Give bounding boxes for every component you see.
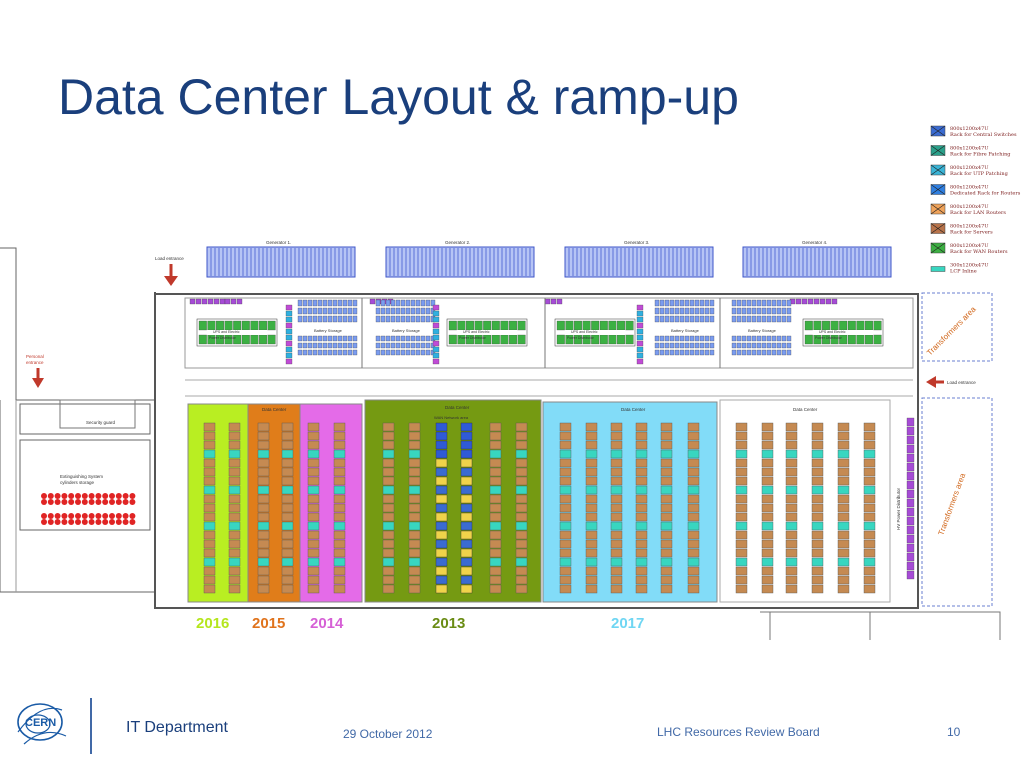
year-labels: 2016 2015 2014 2013 2017 bbox=[196, 615, 644, 632]
svg-text:UPS and Electric: UPS and Electric bbox=[213, 330, 240, 334]
svg-text:Data Center: Data Center bbox=[793, 407, 818, 412]
generator-label-1: Generator 1. bbox=[266, 240, 291, 245]
svg-text:cylinders storage: cylinders storage bbox=[60, 480, 95, 485]
svg-text:Extinguishing System: Extinguishing System bbox=[60, 474, 103, 479]
svg-text:800x1200x47U: 800x1200x47U bbox=[950, 185, 988, 191]
svg-text:Rack for LAN Routers: Rack for LAN Routers bbox=[950, 210, 1006, 216]
svg-text:Rack for Central Switches: Rack for Central Switches bbox=[950, 132, 1017, 138]
year-label-2014: 2014 bbox=[310, 615, 344, 632]
footer-divider bbox=[90, 698, 92, 754]
svg-text:Power Distributor: Power Distributor bbox=[815, 336, 843, 340]
hv-power-distributor bbox=[906, 417, 915, 580]
svg-text:Load entrance: Load entrance bbox=[947, 380, 976, 385]
svg-text:Power Distributor: Power Distributor bbox=[567, 336, 595, 340]
footer-board: LHC Resources Review Board bbox=[657, 725, 820, 739]
svg-text:Battery Storage: Battery Storage bbox=[671, 328, 700, 333]
svg-text:800x1200x47U: 800x1200x47U bbox=[950, 146, 988, 152]
svg-text:UPS and Electric: UPS and Electric bbox=[819, 330, 846, 334]
svg-text:LCP Inline: LCP Inline bbox=[950, 269, 977, 275]
svg-text:800x1200x47U: 800x1200x47U bbox=[950, 165, 988, 171]
generators: Generator 1. Generator 2. Generator 3. G… bbox=[206, 240, 892, 278]
cern-logo-text: CERN bbox=[25, 717, 56, 729]
svg-text:Battery Storage: Battery Storage bbox=[392, 328, 421, 333]
generator-label-3: Generator 3. bbox=[624, 240, 649, 245]
cern-logo: CERN bbox=[17, 703, 67, 745]
transformers-label-top: Transformers area bbox=[925, 304, 978, 357]
generator-3 bbox=[564, 246, 714, 278]
svg-text:Battery Storage: Battery Storage bbox=[314, 328, 343, 333]
security-guard-room: Security guard bbox=[59, 399, 136, 429]
year-label-2015: 2015 bbox=[252, 615, 285, 632]
footer-date: 29 October 2012 bbox=[343, 727, 433, 741]
svg-text:Rack for Fibre Patching: Rack for Fibre Patching bbox=[950, 152, 1011, 158]
svg-text:Data Center: Data Center bbox=[262, 407, 287, 412]
svg-text:Rack for WAN Routers: Rack for WAN Routers bbox=[950, 249, 1008, 255]
svg-text:800x1200x47U: 800x1200x47U bbox=[950, 204, 988, 210]
svg-text:300x1200x47U: 300x1200x47U bbox=[950, 263, 988, 269]
zone-2013 bbox=[364, 399, 542, 603]
generator-1 bbox=[206, 246, 356, 278]
svg-text:Battery Storage: Battery Storage bbox=[748, 328, 777, 333]
svg-text:UPS and Electric: UPS and Electric bbox=[463, 330, 490, 334]
data-center-zones bbox=[187, 399, 891, 603]
generator-label-2: Generator 2. bbox=[445, 240, 470, 245]
svg-text:entrance: entrance bbox=[26, 360, 44, 365]
transformers-areas bbox=[921, 292, 993, 607]
year-label-2013: 2013 bbox=[432, 615, 465, 632]
svg-text:800x1200x47U: 800x1200x47U bbox=[950, 126, 988, 132]
svg-text:800x1200x47U: 800x1200x47U bbox=[950, 224, 988, 230]
svg-text:Power Distributor: Power Distributor bbox=[459, 336, 487, 340]
generator-2 bbox=[385, 246, 535, 278]
svg-text:800x1200x47U: 800x1200x47U bbox=[950, 243, 988, 249]
personal-entrance: Personal entrance bbox=[26, 354, 44, 388]
load-entrance-right: Load entrance bbox=[926, 376, 976, 388]
svg-text:Data Center: Data Center bbox=[445, 405, 470, 410]
svg-text:Dedicated Rack for Routers: Dedicated Rack for Routers bbox=[950, 191, 1021, 197]
footer-page-number: 10 bbox=[947, 725, 961, 739]
floor-plan-diagram: Generator 1. Generator 2. Generator 3. G… bbox=[0, 125, 1021, 640]
page-title: Data Center Layout & ramp-up bbox=[58, 69, 739, 125]
svg-text:Data Center: Data Center bbox=[621, 407, 646, 412]
footer-department: IT Department bbox=[126, 719, 228, 736]
svg-text:WAN Network area: WAN Network area bbox=[434, 415, 469, 420]
svg-text:Rack for Servers: Rack for Servers bbox=[950, 230, 993, 236]
svg-text:Load entrance: Load entrance bbox=[155, 256, 184, 261]
main-building-outline bbox=[154, 293, 919, 609]
generator-label-4: Generator 4. bbox=[802, 240, 827, 245]
load-entrance-top: Load entrance bbox=[155, 256, 184, 286]
svg-text:UPS and Electric: UPS and Electric bbox=[571, 330, 598, 334]
rack-rows bbox=[203, 422, 876, 594]
extinguishing-storage: Extinguishing System cylinders storage bbox=[41, 474, 136, 525]
generator-4 bbox=[742, 246, 892, 278]
svg-text:Power Distributor: Power Distributor bbox=[209, 336, 237, 340]
svg-text:HV Power Distributor: HV Power Distributor bbox=[896, 487, 901, 530]
year-label-2016: 2016 bbox=[196, 615, 229, 632]
svg-text:Rack for UTP Patching: Rack for UTP Patching bbox=[950, 171, 1009, 177]
transformers-label-bottom: Transformers area bbox=[936, 472, 967, 537]
svg-text:Security guard: Security guard bbox=[86, 420, 116, 425]
svg-text:Personal: Personal bbox=[26, 354, 44, 359]
zone-future bbox=[719, 399, 891, 603]
year-label-2017: 2017 bbox=[611, 615, 644, 632]
